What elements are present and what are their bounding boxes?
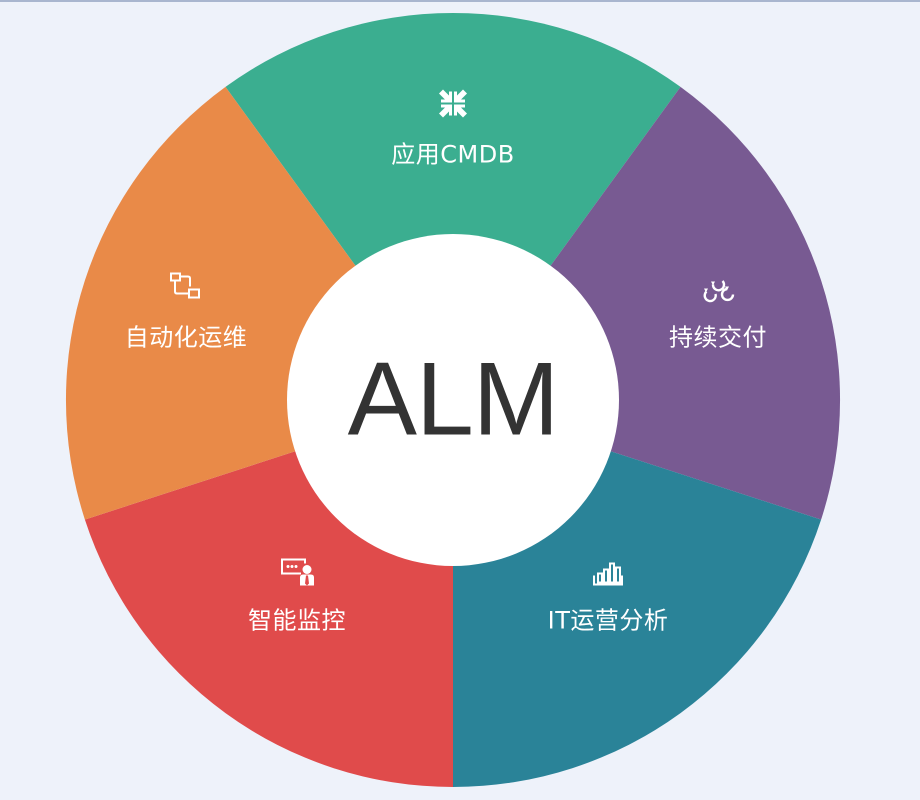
presenter-board-icon (279, 558, 315, 593)
cycle-circles-icon (701, 276, 735, 309)
segment-label-continuous-delivery: 持续交付 (669, 323, 767, 352)
arrows-converge-icon (436, 87, 470, 126)
segment-label-app-cmdb: 应用CMDB (391, 140, 515, 169)
center-circle (287, 234, 619, 566)
segment-label-automated-ops: 自动化运维 (124, 323, 248, 352)
segment-label-it-ops-analytics: IT运营分析 (547, 606, 669, 635)
segment-app-cmdb[interactable] (225, 12, 681, 400)
bar-chart-icon (591, 562, 625, 593)
center-label: ALM (347, 341, 560, 458)
flow-nodes-icon (169, 272, 203, 307)
segment-label-smart-monitoring: 智能监控 (248, 606, 346, 635)
top-border (0, 0, 920, 2)
